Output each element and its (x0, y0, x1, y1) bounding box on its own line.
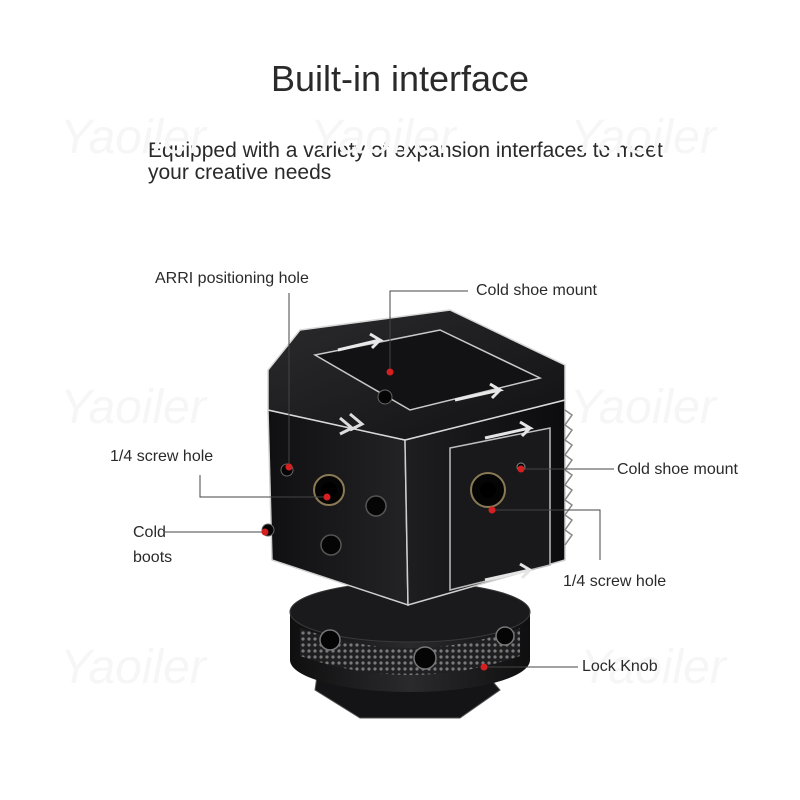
label-screw-right: 1/4 screw hole (563, 573, 667, 590)
watermark: Yaoiler (60, 111, 206, 164)
page-subtitle: Equipped with a variety of expansion int… (148, 139, 663, 184)
label-cold-boots-1: Cold (133, 524, 166, 541)
watermark: Yaoiler (580, 641, 726, 694)
label-screw-left: 1/4 screw hole (110, 448, 214, 465)
label-lock-knob: Lock Knob (582, 658, 658, 675)
watermark: Yaoiler (60, 641, 206, 694)
callout-screw-right (488, 506, 601, 560)
callout-arri-hole (285, 293, 293, 471)
cube-top-face (267, 309, 566, 441)
label-cold-shoe-right: Cold shoe mount (617, 461, 738, 478)
callout-cold-shoe-right (517, 465, 614, 473)
watermark: Yaoiler (570, 381, 716, 434)
label-cold-boots-2: boots (133, 549, 173, 566)
watermark: Yaoiler (570, 111, 716, 164)
callout-cold-shoe-top (386, 290, 468, 376)
callout-cold-boots (165, 528, 269, 536)
callout-lock-knob (480, 663, 578, 671)
label-cold-shoe-top: Cold shoe mount (476, 282, 597, 299)
page-title: Built-in interface (270, 58, 530, 99)
lock-knob (289, 581, 531, 692)
watermark: Yaoiler (60, 381, 206, 434)
watermark: Yaoiler (310, 111, 456, 164)
callout-screw-left (199, 475, 331, 501)
label-arri-hole: ARRI positioning hole (155, 270, 309, 287)
